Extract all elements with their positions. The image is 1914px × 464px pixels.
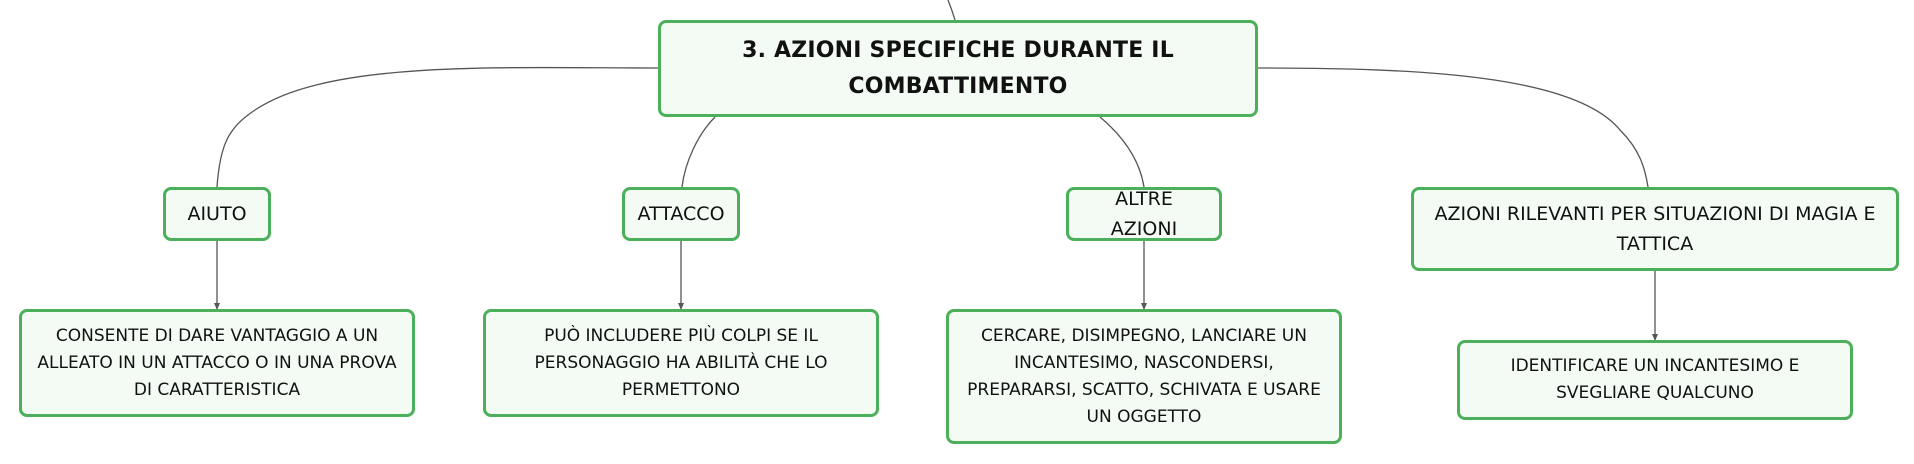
root-node-label: 3. AZIONI SPECIFICHE DURANTE IL COMBATTI… xyxy=(742,37,1174,99)
branch-node-label: ATTACCO xyxy=(637,203,725,225)
detail-node-text: PUÒ INCLUDERE PIÙ COLPI SE IL PERSONAGGI… xyxy=(534,325,828,400)
detail-node-situazioni-magia-tattica[interactable]: IDENTIFICARE UN INCANTESIMO E SVEGLIARE … xyxy=(1457,340,1853,420)
branch-node-attacco[interactable]: ATTACCO xyxy=(622,187,740,241)
connector-root-to-aiuto xyxy=(216,66,659,188)
branch-node-situazioni-magia-tattica[interactable]: AZIONI RILEVANTI PER SITUAZIONI DI MAGIA… xyxy=(1411,187,1899,271)
branch-node-aiuto[interactable]: AIUTO xyxy=(163,187,271,241)
branch-node-label: ALTRE AZIONI xyxy=(1110,188,1178,240)
connector-root-to-altre-azioni xyxy=(1099,116,1145,188)
connector-root-to-situazioni xyxy=(1257,67,1649,188)
branch-node-label: AIUTO xyxy=(187,203,247,225)
detail-node-text: IDENTIFICARE UN INCANTESIMO E SVEGLIARE … xyxy=(1510,356,1800,403)
detail-node-attacco[interactable]: PUÒ INCLUDERE PIÙ COLPI SE IL PERSONAGGI… xyxy=(483,309,879,417)
detail-node-aiuto[interactable]: CONSENTE DI DARE VANTAGGIO A UN ALLEATO … xyxy=(19,309,415,417)
detail-node-text: CONSENTE DI DARE VANTAGGIO A UN ALLEATO … xyxy=(37,325,397,400)
root-node[interactable]: 3. AZIONI SPECIFICHE DURANTE IL COMBATTI… xyxy=(658,20,1258,117)
connector-parent-to-root xyxy=(947,0,956,21)
connector-root-to-attacco xyxy=(681,116,716,188)
detail-node-text: CERCARE, DISIMPEGNO, LANCIARE UN INCANTE… xyxy=(967,325,1321,427)
detail-node-altre-azioni[interactable]: CERCARE, DISIMPEGNO, LANCIARE UN INCANTE… xyxy=(946,309,1342,444)
branch-node-label: AZIONI RILEVANTI PER SITUAZIONI DI MAGIA… xyxy=(1434,203,1876,255)
branch-node-altre-azioni[interactable]: ALTRE AZIONI xyxy=(1066,187,1222,241)
